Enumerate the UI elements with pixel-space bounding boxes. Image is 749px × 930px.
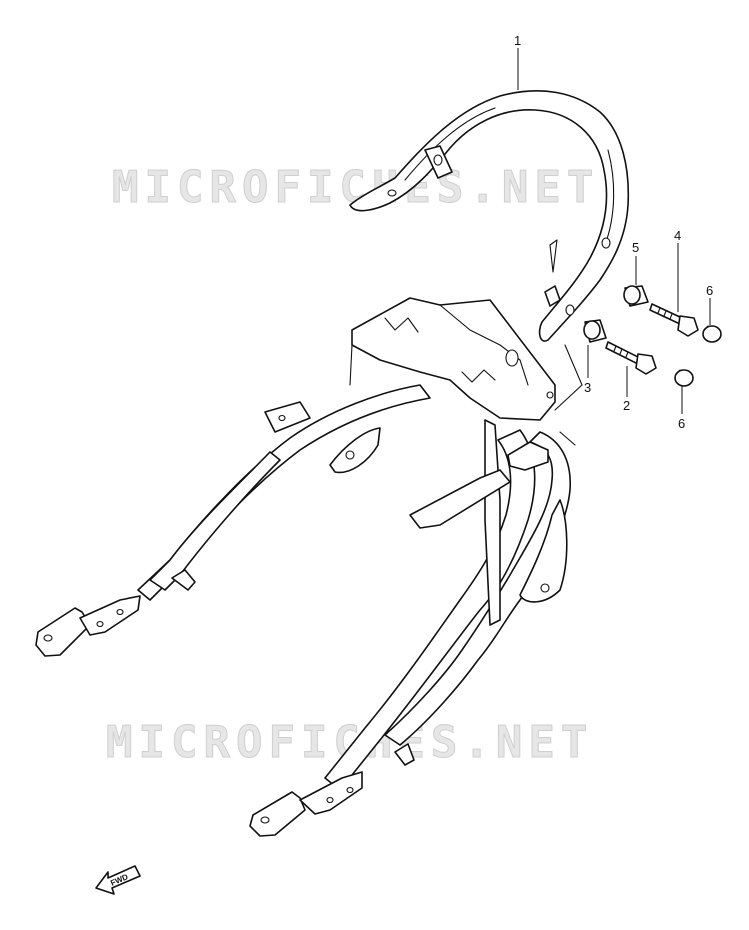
part-2-bolt (605, 341, 657, 375)
watermark-bottom: MICROFICHES.NET (106, 717, 593, 768)
part-4-bolt (649, 303, 699, 337)
callout-4: 4 (674, 228, 681, 243)
rear-frame (35, 297, 576, 837)
fwd-arrow-icon: FWD (95, 865, 141, 895)
callout-6-upper: 6 (706, 283, 713, 298)
part-5-spacer (623, 285, 649, 307)
part-6-cap-upper (702, 325, 722, 343)
callout-3: 3 (584, 380, 591, 395)
callout-6-lower: 6 (678, 416, 685, 431)
part-1-grab-rail (349, 90, 630, 342)
watermark-top: MICROFICHES.NET (112, 162, 599, 213)
part-6-cap-lower (674, 369, 694, 387)
part-3-spacer (583, 319, 607, 343)
callout-5: 5 (632, 240, 639, 255)
callout-2: 2 (623, 398, 630, 413)
callout-1: 1 (514, 33, 521, 48)
